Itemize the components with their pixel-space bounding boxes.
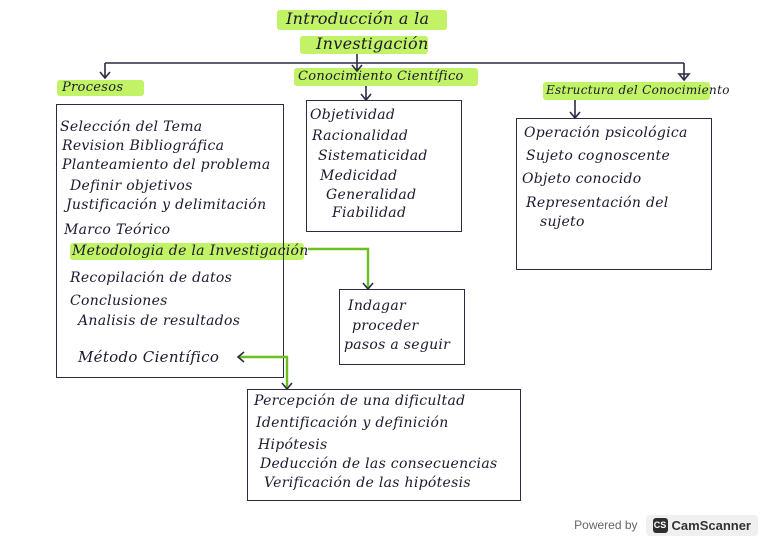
conocimiento-heading: Conocimiento Científico [298, 69, 464, 84]
conocimiento-item: Medicidad [320, 168, 398, 184]
procesos-arrow [99, 71, 111, 80]
conocimiento-box [306, 100, 462, 232]
metodologia-item: pasos a seguir [344, 337, 451, 353]
procesos-item: Metodologia de la Investigación [72, 243, 309, 259]
metodo-box-arrow [281, 382, 293, 391]
metodologia-item: proceder [352, 318, 419, 334]
metodo-cientifico-label: Método Científico [78, 348, 220, 366]
estructura-highlight [543, 82, 710, 100]
conocimiento-highlight [294, 68, 478, 86]
diagram-title-line1: Introducción a la [286, 9, 430, 28]
estructura-item: Objeto conocido [522, 171, 642, 187]
metodologia-item: Indagar [348, 298, 406, 314]
metodo-box [247, 389, 521, 501]
procesos-item: Justificación y delimitación [66, 197, 267, 213]
metodologia-arrow [362, 282, 374, 291]
metodo-connector [238, 355, 289, 389]
conocimiento-box-arrow [360, 93, 372, 102]
camscanner-footer: Powered by CS CamScanner [574, 512, 758, 538]
conocimiento-item: Objetividad [310, 107, 396, 123]
procesos-item: Definir objetivos [70, 178, 193, 194]
metodo-item: Verificación de las hipótesis [264, 475, 471, 491]
procesos-item: Conclusiones [70, 293, 168, 309]
conocimiento-item: Fiabilidad [332, 205, 407, 221]
estructura-heading: Estructura del Conocimiento [546, 83, 730, 97]
procesos-heading: Procesos [62, 80, 124, 95]
diagram-title-line2: Investigación [316, 34, 429, 53]
camscanner-badge: CS CamScanner [645, 514, 758, 536]
procesos-item: Marco Teórico [64, 222, 171, 238]
camscanner-icon: CS [652, 517, 668, 533]
estructura-item: Operación psicológica [524, 125, 688, 141]
title-highlight-2 [300, 36, 428, 54]
procesos-item: Analisis de resultados [78, 313, 241, 329]
conocimiento-item: Sistematicidad [318, 148, 428, 164]
conocimiento-arrow [351, 64, 363, 73]
procesos-item: Recopilación de datos [70, 270, 233, 286]
metodo-arrow [236, 351, 245, 363]
metodo-item: Deducción de las consecuencias [260, 456, 498, 472]
conocimiento-item: Racionalidad [312, 128, 409, 144]
procesos-item: Planteamiento del problema [62, 157, 271, 173]
procesos-item: Selección del Tema [60, 119, 203, 135]
metodo-item: Hipótesis [258, 437, 328, 453]
procesos-item: Revision Bibliográfica [62, 138, 225, 154]
metodo-item: Identificación y definición [256, 415, 449, 431]
title-highlight-1 [277, 10, 447, 30]
camscanner-brand: CamScanner [671, 517, 751, 533]
metodologia-box [339, 289, 465, 365]
procesos-box [56, 104, 284, 378]
metodologia-connector [308, 247, 370, 289]
estructura-box [516, 118, 712, 270]
estructura-arrow [677, 73, 691, 82]
estructura-item: Representación del [526, 195, 669, 211]
powered-by-text: Powered by [574, 518, 638, 532]
metodologia-highlight [70, 243, 304, 260]
conocimiento-item: Generalidad [326, 187, 417, 203]
metodo-item: Percepción de una dificultad [254, 393, 466, 409]
estructura-item: sujeto [540, 214, 585, 230]
estructura-box-arrow [569, 111, 581, 120]
estructura-item: Sujeto cognoscente [526, 148, 671, 164]
procesos-highlight [57, 80, 144, 96]
